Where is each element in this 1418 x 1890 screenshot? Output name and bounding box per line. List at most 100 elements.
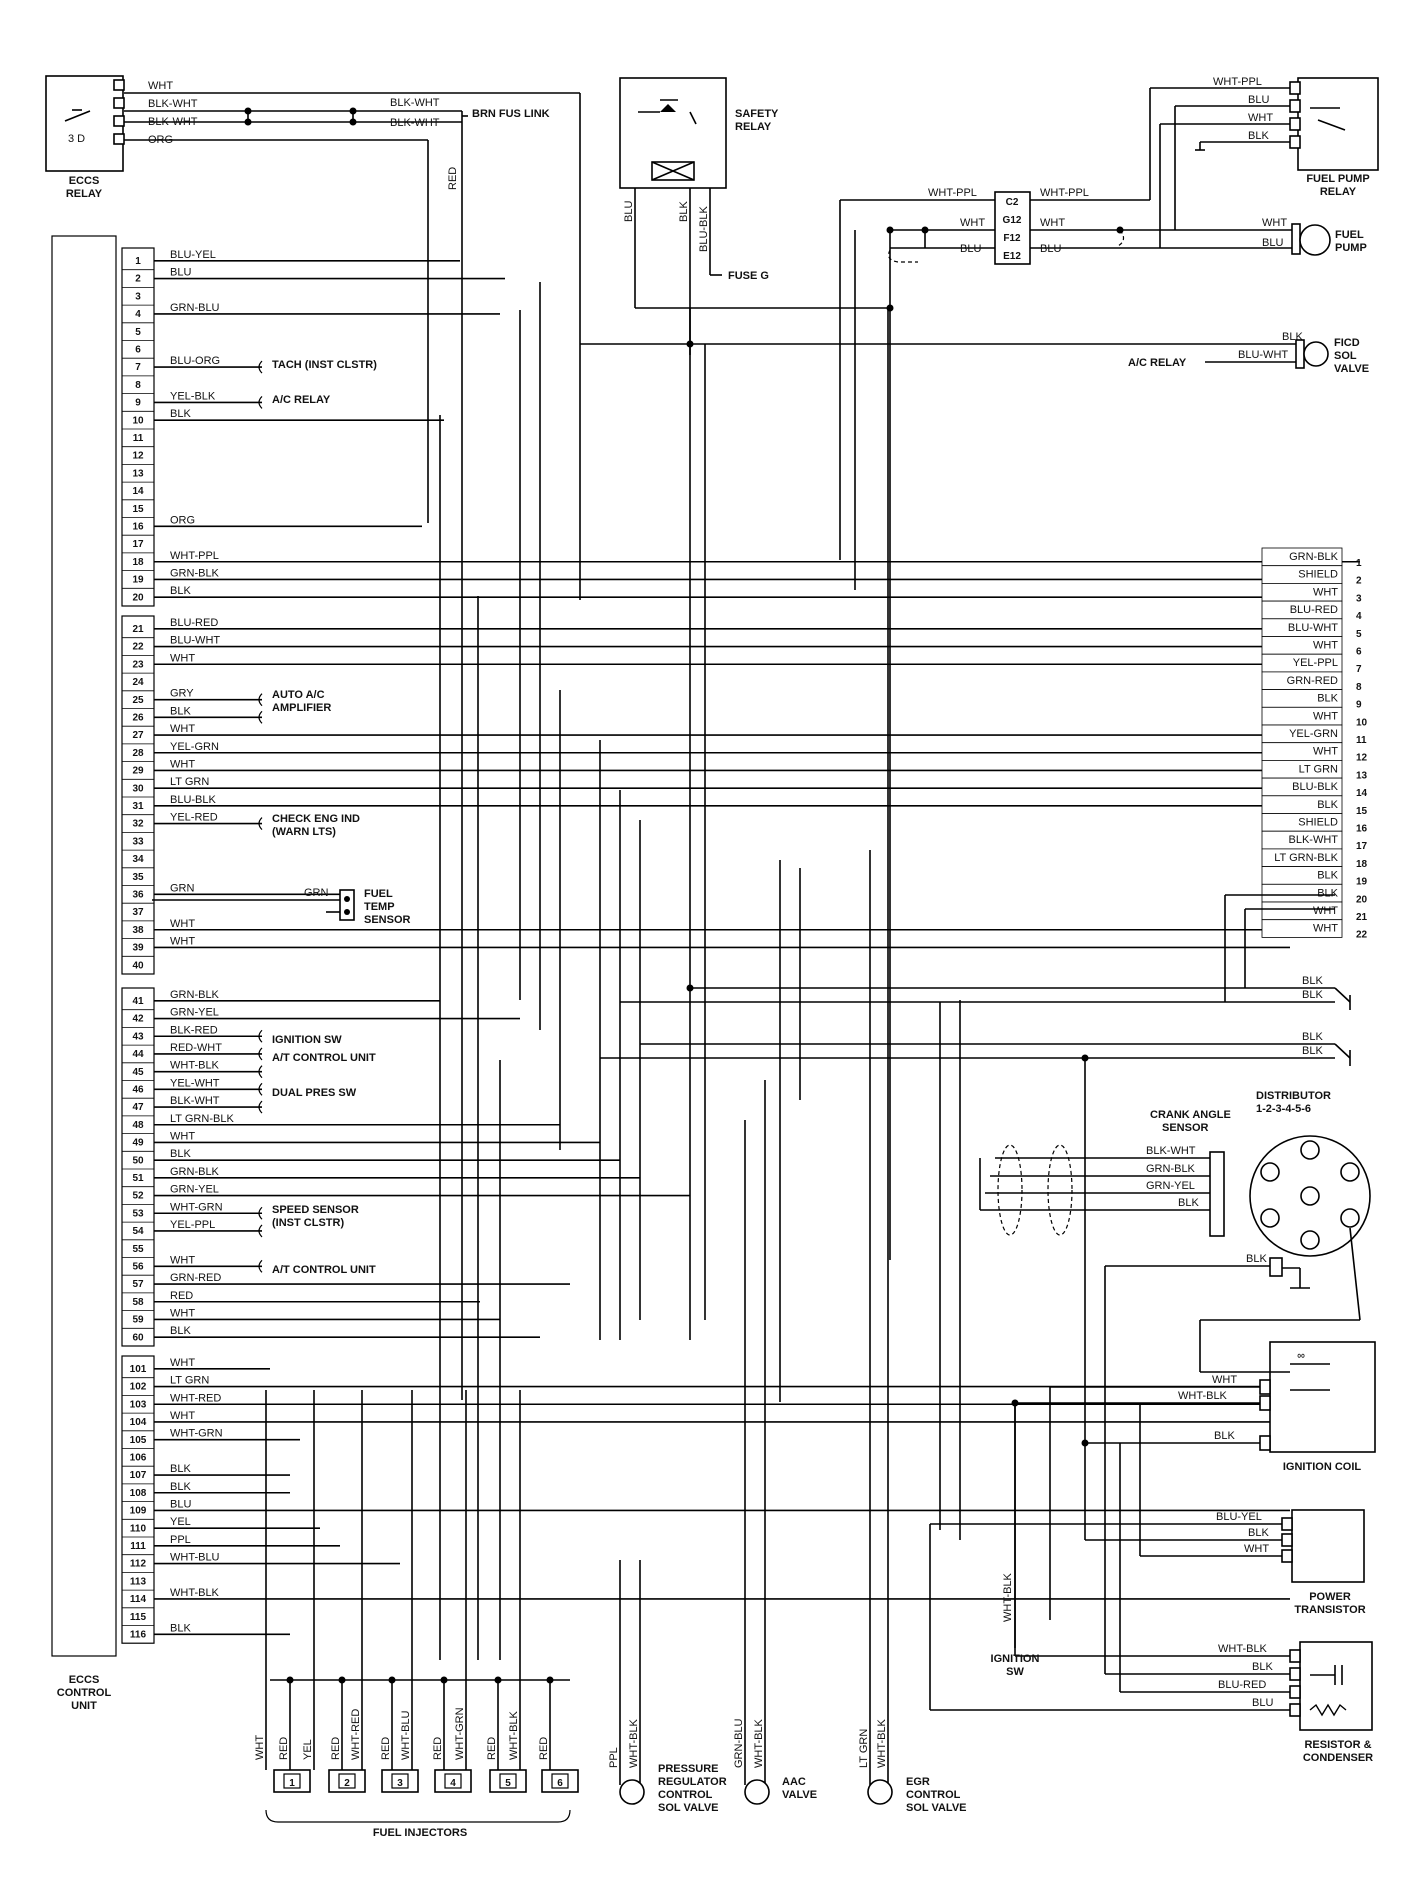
aac-label-2: VALVE [782,1789,817,1801]
egr-valve-icon [867,1779,893,1805]
pin-number: 1 [135,256,141,267]
pin-number: 7 [135,362,141,373]
injector-number: 3 [397,1778,403,1789]
connector-break-icon [258,1100,263,1114]
fuel-pump-relay-wire: WHT [1248,112,1273,124]
pin-number: 116 [130,1630,147,1641]
resistor-wire: BLU-RED [1218,1679,1266,1691]
pin-number: 56 [132,1262,144,1273]
eccs-unit-label-2: CONTROL [57,1687,112,1699]
pin-wire-label: YEL-PPL [170,1219,215,1231]
pin-number: 27 [132,730,144,741]
distributor-label-2: 1-2-3-4-5-6 [1256,1103,1311,1115]
right-connector-number: 13 [1356,770,1368,781]
right-connector-color: GRN-RED [1287,675,1338,687]
reference-labels: TACH (INST CLSTR) A/C RELAY AUTO A/C AMP… [272,359,377,1276]
ground-wire: BLK [1302,1045,1323,1057]
pin-wire-label: BLK [170,1622,191,1634]
injector-wire-label: WHT-BLU [400,1710,412,1760]
brn-fus-link-label: BRN FUS LINK [472,108,550,120]
speed-sensor-label-1: SPEED SENSOR [272,1204,359,1216]
aac-valve: GRN-BLU WHT-BLK AAC VALVE [733,1405,817,1805]
coil-wire: WHT [1212,1374,1237,1386]
right-connector-number: 5 [1356,629,1362,640]
right-connector-color: BLK-WHT [1289,834,1339,846]
pin-number: 17 [132,539,144,550]
pin-wire-label: BLU [170,1498,191,1510]
pin-group-box [121,247,155,607]
connector-break-icon [258,396,263,409]
ficd-label-3: VALVE [1334,363,1369,375]
ac-relay-left-label: A/C RELAY [272,394,331,406]
injector-wire-label: RED [330,1737,342,1760]
auto-ac-label-2: AMPLIFIER [272,702,331,714]
coil-wire: BLK [1214,1430,1235,1442]
safety-relay-wire: BLU [623,201,635,222]
connector-left-wire: WHT-PPL [928,187,977,199]
ignition-coil-box [1269,1341,1376,1453]
injector-wire-label: WHT-BLK [508,1710,520,1760]
ground-wire: BLK [1302,1031,1323,1043]
right-connector-number: 22 [1356,930,1368,941]
connector-right-wire: BLU [1040,243,1061,255]
injector-wire-label: WHT-RED [350,1709,362,1760]
right-connector-number: 2 [1356,576,1362,587]
pin-group-box [121,615,155,975]
right-connector-number: 20 [1356,894,1368,905]
eccs-unit-label-3: UNIT [71,1700,97,1712]
fuel-temp-grn-label: GRN [304,887,329,899]
resistor-wire: BLK [1252,1661,1273,1673]
pin-wire-label: BLK-WHT [170,1095,220,1107]
distributor-blk-label: BLK [1246,1253,1267,1265]
safety-relay-wire: BLU-BLK [698,205,710,252]
crank-wire: BLK [1178,1197,1199,1209]
ficd-valve-icon [1303,341,1329,367]
eccs-relay-switch [64,110,91,122]
connector-pin: G12 [1003,215,1022,226]
right-connector-color: BLK [1317,887,1338,899]
pin-wire-label: BLU-RED [170,617,218,629]
transistor-wire: WHT [1244,1543,1269,1555]
injector-bracket [265,1809,571,1823]
connector-break-icon [258,1065,263,1079]
pin-wire-label: BLU-BLK [170,794,217,806]
pin-number: 113 [130,1576,147,1587]
shield-icon [997,1144,1023,1236]
pin-number: 16 [132,522,144,533]
pin-wire-label: GRN-BLU [170,302,220,314]
safety-relay-wire: BLK [678,201,690,222]
fuel-pump: WHT BLU FUEL PUMP [1160,217,1367,256]
pin-number: 29 [132,766,144,777]
auto-ac-label-1: AUTO A/C [272,689,325,701]
pin-number: 54 [132,1226,144,1237]
pr-label-3: CONTROL [658,1789,713,1801]
pin-wire-label: BLK [170,585,191,597]
right-connector-number: 7 [1356,664,1362,675]
pin-number: 49 [132,1138,144,1149]
ficd-label-2: SOL [1334,350,1357,362]
pin-number: 101 [130,1364,147,1375]
pin-number: 23 [132,659,144,670]
pin-number: 42 [132,1014,144,1025]
pin-wire-label: BLU [170,267,191,279]
pin-wire-label: WHT-GRN [170,1428,223,1440]
pin-number: 105 [130,1435,147,1446]
ground-connections: BLK BLK BLK BLK [600,894,1351,1066]
pin-number: 28 [132,748,144,759]
pin-wire-label: WHT [170,652,195,664]
pin-number: 115 [130,1612,147,1623]
right-connector-number: 18 [1356,859,1368,870]
fuel-temp-label-1: FUEL [364,888,393,900]
pin-number: 40 [132,960,144,971]
pin-number: 18 [132,557,144,568]
at-unit-1-label: A/T CONTROL UNIT [272,1052,376,1064]
pin-number: 46 [132,1085,144,1096]
pin-wire-label: BLU-YEL [170,249,216,261]
right-connector-color: GRN-BLK [1289,551,1339,563]
pin-wire-label: LT GRN-BLK [170,1113,234,1125]
injector-wire-label: RED [538,1737,550,1760]
pin-number: 26 [132,713,144,724]
fuel-pump-label-2: PUMP [1335,242,1367,254]
pin-wire-label: WHT [170,935,195,947]
resistor-label-1: RESISTOR & [1304,1739,1371,1751]
